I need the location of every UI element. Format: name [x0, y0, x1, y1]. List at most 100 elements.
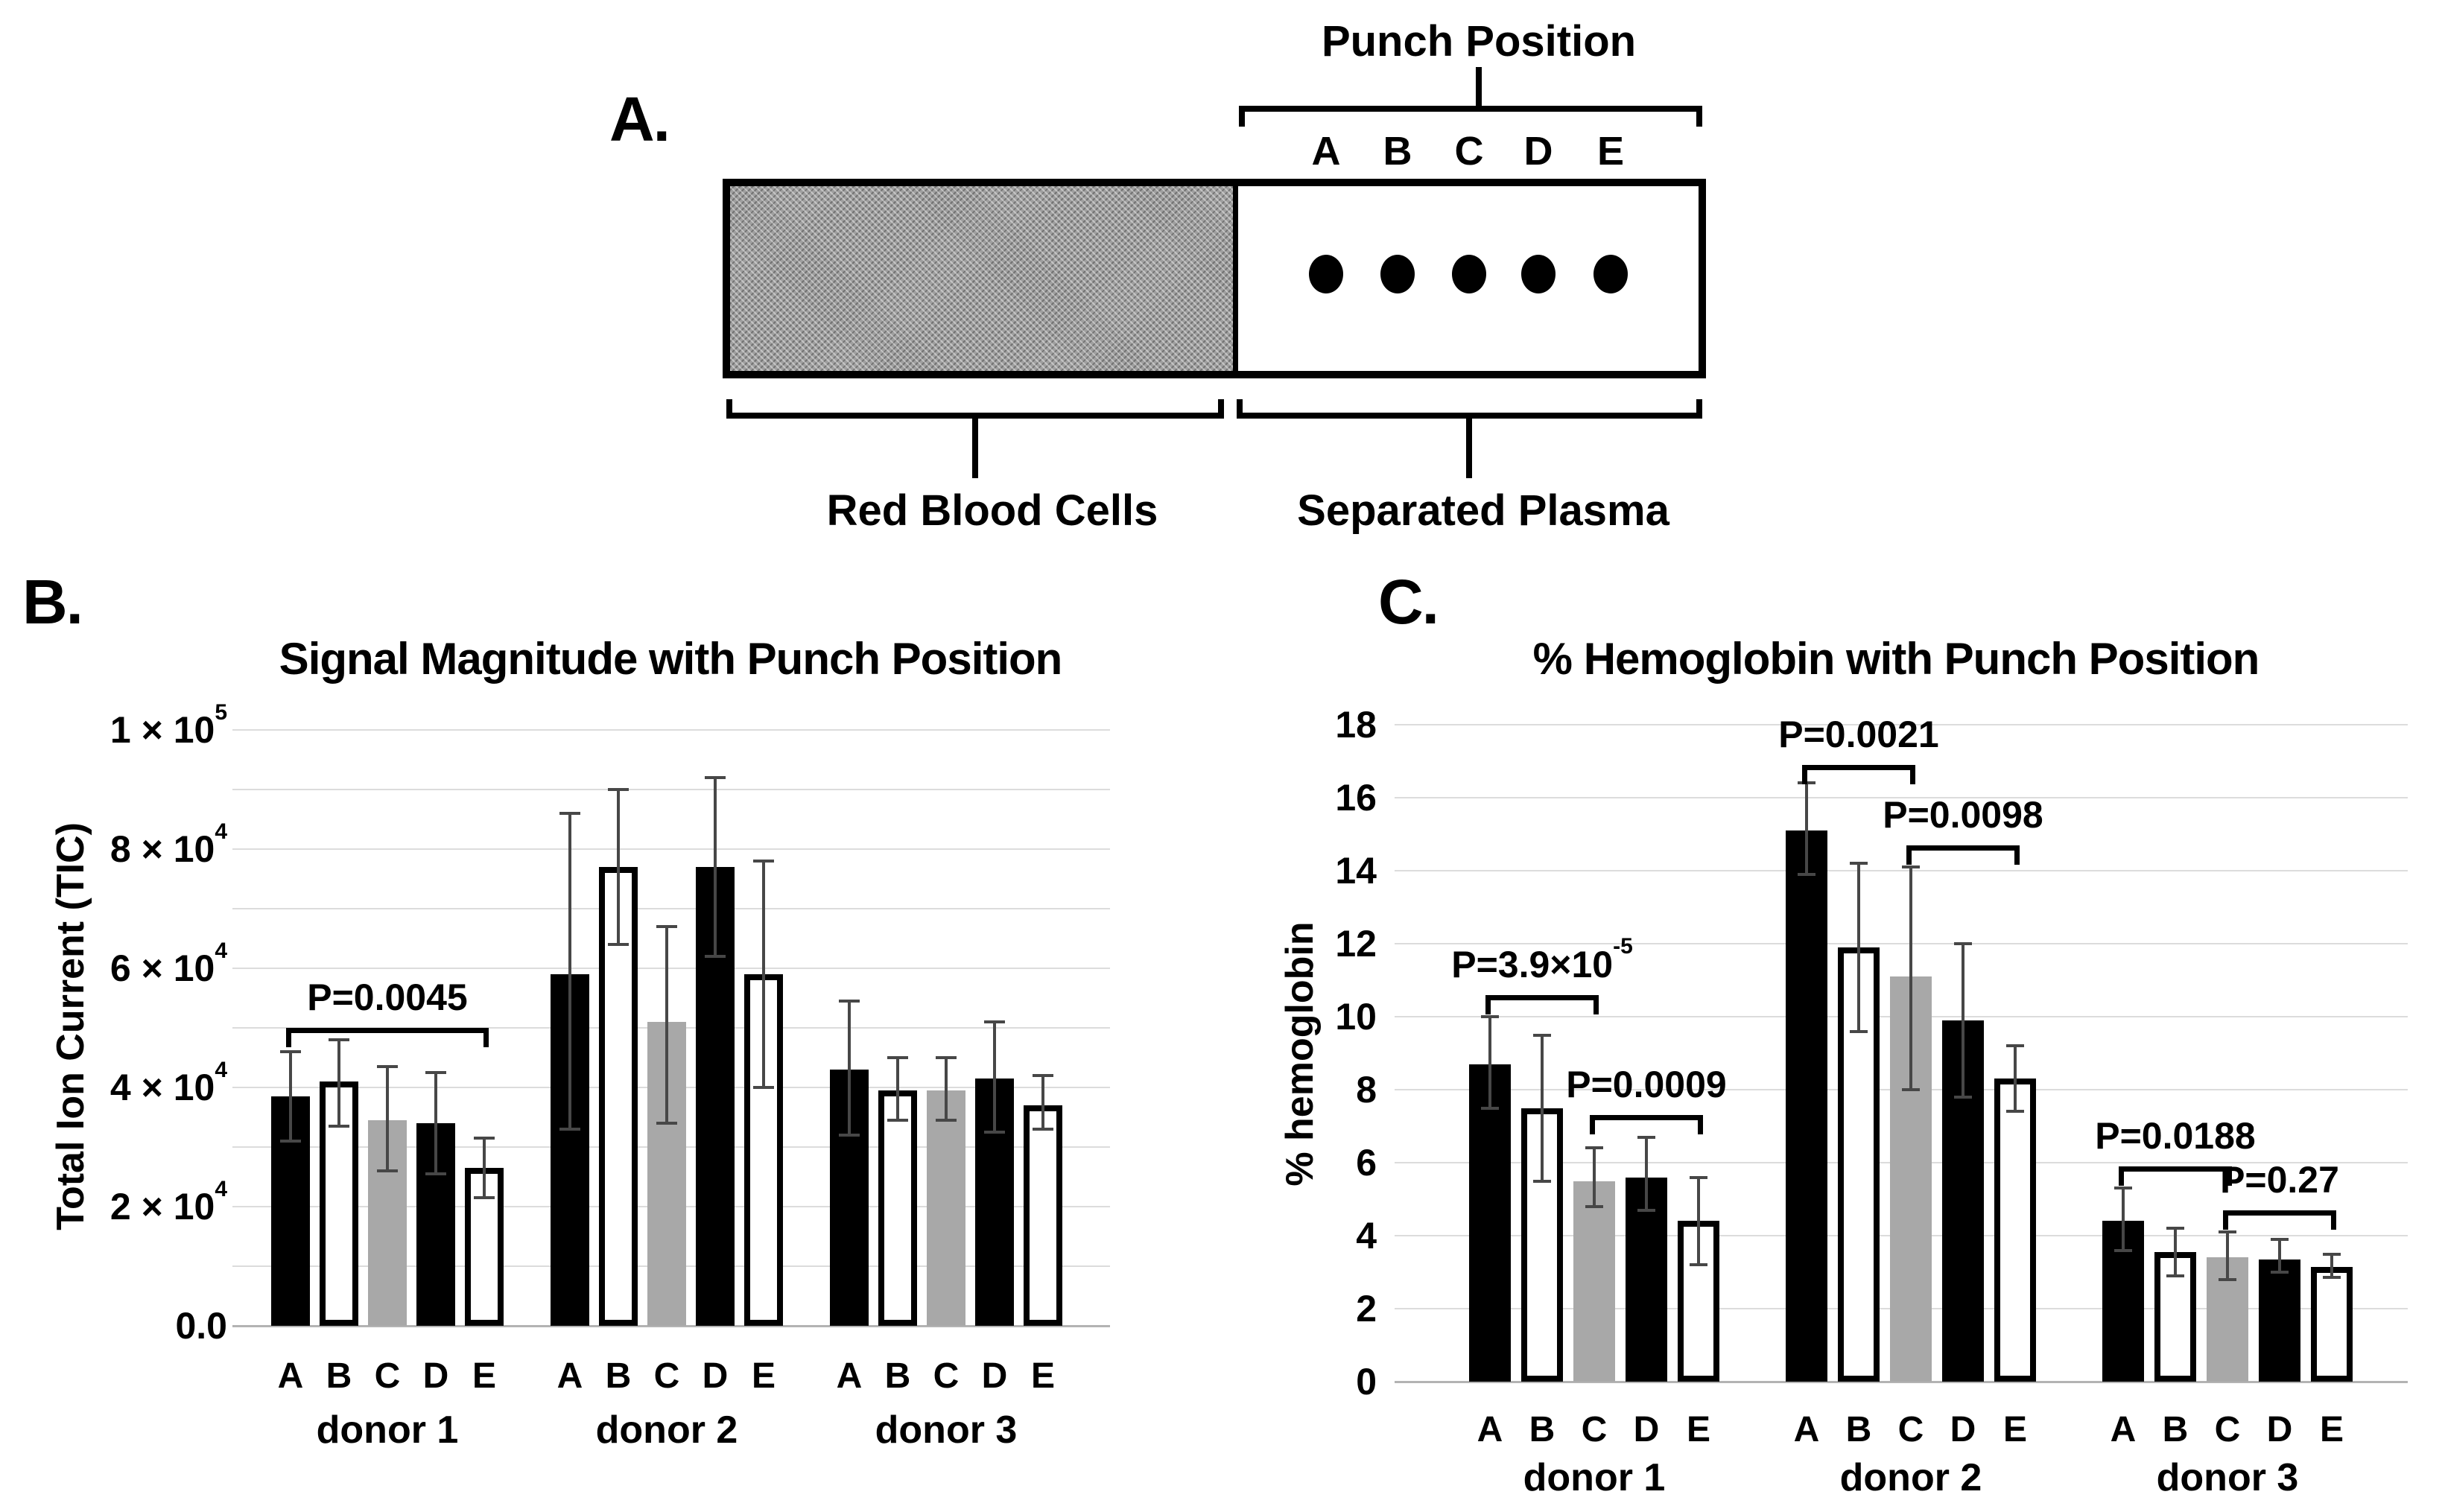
punch-position-title: Punch Position — [1321, 17, 1637, 66]
x-label-c-donor3-E: E — [2319, 1410, 2344, 1449]
x-label-c-donor3-D: D — [2266, 1410, 2293, 1449]
y-tick-b-100000: 1 × 105 — [110, 699, 227, 751]
error-bar-b-donor3-E-cap-bottom — [1033, 1128, 1053, 1131]
significance-label-c-2: P=0.0021 — [1778, 713, 1939, 755]
significance-bracket-c-3 — [1906, 845, 2020, 865]
y-tick-c-10: 10 — [1335, 996, 1377, 1038]
bar-c-donor2-E — [1994, 1079, 2036, 1382]
error-bar-c-donor1-D-cap-bottom — [1637, 1208, 1655, 1212]
panel-c-title: % Hemoglobin with Punch Position — [1532, 634, 2260, 684]
significance-bracket-c-1 — [1590, 1115, 1703, 1135]
error-bar-b-donor3-D-cap-top — [984, 1020, 1005, 1023]
x-label-b-donor2-B: B — [605, 1356, 632, 1396]
y-tick-c-4: 4 — [1356, 1215, 1377, 1257]
error-bar-b-donor1-B-cap-bottom — [329, 1125, 349, 1128]
significance-label-c-1: P=0.0009 — [1566, 1064, 1727, 1106]
x-label-b-donor2-E: E — [751, 1356, 776, 1396]
x-label-b-donor1-E: E — [472, 1356, 496, 1396]
error-bar-b-donor3-D-cap-bottom — [984, 1131, 1005, 1134]
error-bar-c-donor3-C-cap-bottom — [2219, 1277, 2236, 1281]
error-bar-b-donor3-A-line — [848, 1001, 851, 1135]
y-tick-c-0: 0 — [1356, 1361, 1377, 1403]
error-bar-b-donor3-B-cap-bottom — [887, 1119, 908, 1122]
x-label-c-donor3-B: B — [2162, 1410, 2189, 1449]
group-label-b-donor2: donor 2 — [595, 1408, 738, 1452]
panel-c-label: C. — [1378, 567, 1439, 637]
punch-dot-E — [1593, 255, 1628, 293]
error-bar-b-donor2-B-line — [617, 790, 620, 944]
error-bar-c-donor1-E-cap-bottom — [1690, 1263, 1707, 1267]
y-tick-c-16: 16 — [1335, 777, 1377, 819]
y-tick-b-0: 0.0 — [175, 1305, 227, 1347]
error-bar-c-donor2-B-line — [1857, 863, 1860, 1032]
x-label-c-donor1-D: D — [1633, 1410, 1660, 1449]
x-label-b-donor3-C: C — [933, 1356, 960, 1396]
error-bar-b-donor1-D-cap-bottom — [425, 1172, 446, 1175]
error-bar-b-donor1-D-cap-top — [425, 1071, 446, 1074]
significance-bracket-c-2 — [1802, 764, 1915, 784]
bar-b-donor3-E — [1024, 1105, 1062, 1326]
significance-bracket-c-0 — [1485, 994, 1599, 1014]
error-bar-c-donor1-A-cap-bottom — [1481, 1106, 1499, 1110]
y-tick-c-18: 18 — [1335, 704, 1377, 746]
error-bar-c-donor3-A-cap-bottom — [2114, 1248, 2132, 1252]
plasma-bracket-tick — [1466, 419, 1472, 478]
error-bar-c-donor1-B-cap-bottom — [1533, 1179, 1551, 1183]
error-bar-c-donor3-C-cap-top — [2219, 1230, 2236, 1234]
y-tick-c-2: 2 — [1356, 1288, 1377, 1330]
gridline-b-100000 — [232, 729, 1110, 731]
error-bar-c-donor2-C-line — [1909, 867, 1912, 1090]
error-bar-c-donor3-E-cap-top — [2323, 1252, 2341, 1256]
error-bar-c-donor2-C-cap-top — [1902, 865, 1920, 869]
error-bar-c-donor2-C-cap-bottom — [1902, 1088, 1920, 1091]
error-bar-b-donor2-B-cap-bottom — [608, 943, 629, 946]
error-bar-b-donor1-B-line — [337, 1040, 340, 1126]
y-tick-c-14: 14 — [1335, 850, 1377, 892]
x-label-b-donor1-A: A — [277, 1356, 304, 1396]
x-label-b-donor1-D: D — [422, 1356, 449, 1396]
error-bar-b-donor1-A-cap-top — [280, 1050, 301, 1053]
punch-dot-B — [1380, 255, 1415, 293]
group-label-c-donor3: donor 3 — [2156, 1456, 2299, 1499]
error-bar-b-donor1-C-cap-top — [377, 1065, 398, 1068]
gridline-c-12 — [1395, 943, 2408, 944]
significance-label-c-3: P=0.0098 — [1883, 793, 2043, 836]
error-bar-b-donor1-A-line — [289, 1052, 292, 1141]
error-bar-b-donor3-B-cap-top — [887, 1056, 908, 1059]
rbc-bracket — [726, 399, 1224, 419]
significance-label-c-5: P=0.27 — [2220, 1158, 2339, 1201]
error-bar-c-donor3-A-cap-top — [2114, 1187, 2132, 1190]
error-bar-b-donor1-E-cap-bottom — [474, 1196, 495, 1199]
error-bar-c-donor2-E-cap-bottom — [2006, 1110, 2024, 1114]
plasma-label: Separated Plasma — [1297, 486, 1669, 535]
panel-a-label: A. — [609, 84, 670, 154]
error-bar-b-donor1-A-cap-bottom — [280, 1140, 301, 1143]
gridline-b-90000 — [232, 789, 1110, 790]
significance-bracket-c-4 — [2119, 1166, 2232, 1186]
error-bar-c-donor3-D-cap-bottom — [2271, 1271, 2289, 1274]
x-label-c-donor2-E: E — [2002, 1410, 2027, 1449]
error-bar-b-donor2-A-cap-top — [559, 812, 580, 815]
error-bar-b-donor1-B-cap-top — [329, 1038, 349, 1041]
error-bar-c-donor3-B-line — [2174, 1228, 2177, 1276]
x-label-c-donor1-C: C — [1581, 1410, 1608, 1449]
error-bar-c-donor1-D-cap-top — [1637, 1135, 1655, 1139]
x-label-b-donor3-B: B — [884, 1356, 911, 1396]
bar-c-donor3-D — [2259, 1259, 2300, 1382]
error-bar-c-donor2-D-cap-top — [1954, 942, 1972, 945]
error-bar-c-donor2-A-line — [1805, 783, 1808, 874]
error-bar-c-donor1-C-cap-bottom — [1585, 1204, 1603, 1208]
error-bar-c-donor1-A-cap-top — [1481, 1015, 1499, 1018]
punch-position-bracket — [1239, 106, 1702, 127]
bar-c-donor3-E — [2311, 1266, 2353, 1382]
error-bar-b-donor2-B-cap-top — [608, 788, 629, 791]
error-bar-c-donor2-A-cap-bottom — [1798, 872, 1815, 876]
x-label-c-donor1-A: A — [1477, 1410, 1503, 1449]
rbc-bracket-tick — [972, 419, 978, 478]
rbc-label: Red Blood Cells — [826, 486, 1158, 535]
error-bar-b-donor1-E-line — [483, 1138, 486, 1198]
significance-bracket-c-5 — [2223, 1210, 2336, 1230]
x-label-b-donor2-D: D — [702, 1356, 729, 1396]
error-bar-b-donor2-D-line — [714, 778, 717, 956]
gridline-b-70000 — [232, 908, 1110, 909]
